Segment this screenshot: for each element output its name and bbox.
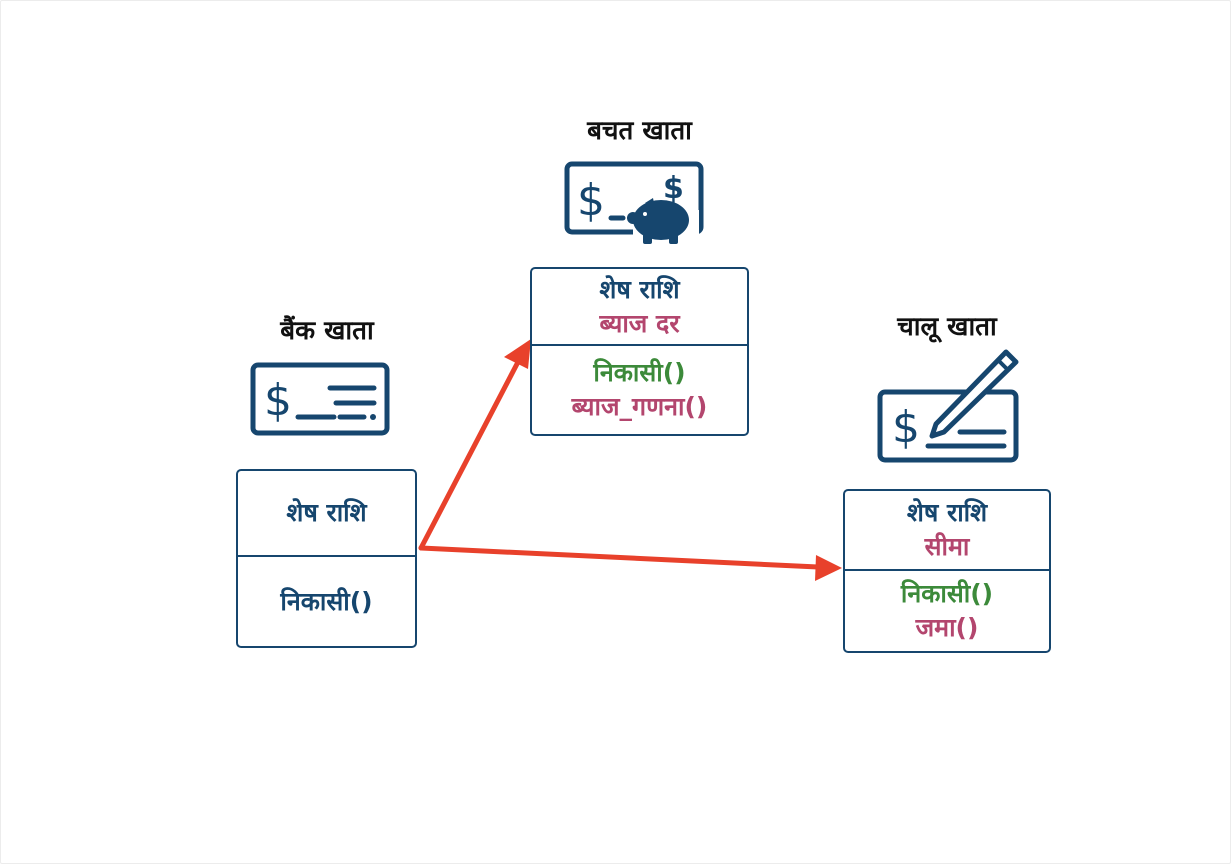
attribute-balance: शेष राशि (286, 498, 367, 528)
attribute-balance: शेष राशि (906, 498, 988, 528)
method-calculate-interest: ब्याज_गणना() (571, 392, 708, 421)
method-withdraw: निकासी() (900, 579, 994, 609)
svg-text:$: $ (264, 375, 292, 426)
arrow-bank-to-current (418, 545, 842, 581)
method-deposit: जमा() (915, 613, 979, 642)
piggy-bank-cheque-icon: $ $ (564, 161, 704, 244)
methods-section: निकासी() (238, 557, 415, 646)
svg-text:$: $ (577, 175, 605, 226)
method-withdraw: निकासी() (280, 586, 373, 616)
attribute-interest-rate: ब्याज दर (599, 308, 680, 338)
attributes-section: शेष राशि ब्याज दर (532, 269, 747, 346)
bank-account-class-box: शेष राशि निकासी() (236, 469, 417, 648)
bank-account-title: बैंक खाता (280, 316, 374, 346)
attributes-section: शेष राशि सीमा (845, 491, 1049, 571)
attributes-section: शेष राशि (238, 471, 415, 557)
savings-account-class-box: शेष राशि ब्याज दर निकासी() ब्याज_गणना() (530, 267, 749, 436)
arrow-bank-to-savings (418, 339, 531, 551)
attribute-balance: शेष राशि (599, 274, 680, 304)
cheque-icon: $ (250, 362, 390, 436)
attribute-limit: सीमा (924, 532, 970, 561)
methods-section: निकासी() जमा() (845, 571, 1049, 651)
svg-text:$: $ (892, 402, 920, 453)
savings-account-title: बचत खाता (587, 116, 692, 146)
cheque-pen-icon: $ (877, 349, 1019, 463)
method-withdraw: निकासी() (593, 358, 686, 388)
methods-section: निकासी() ब्याज_गणना() (532, 346, 747, 434)
current-account-class-box: शेष राशि सीमा निकासी() जमा() (843, 489, 1051, 653)
current-account-title: चालू खाता (897, 312, 997, 342)
svg-text:$: $ (663, 171, 684, 206)
